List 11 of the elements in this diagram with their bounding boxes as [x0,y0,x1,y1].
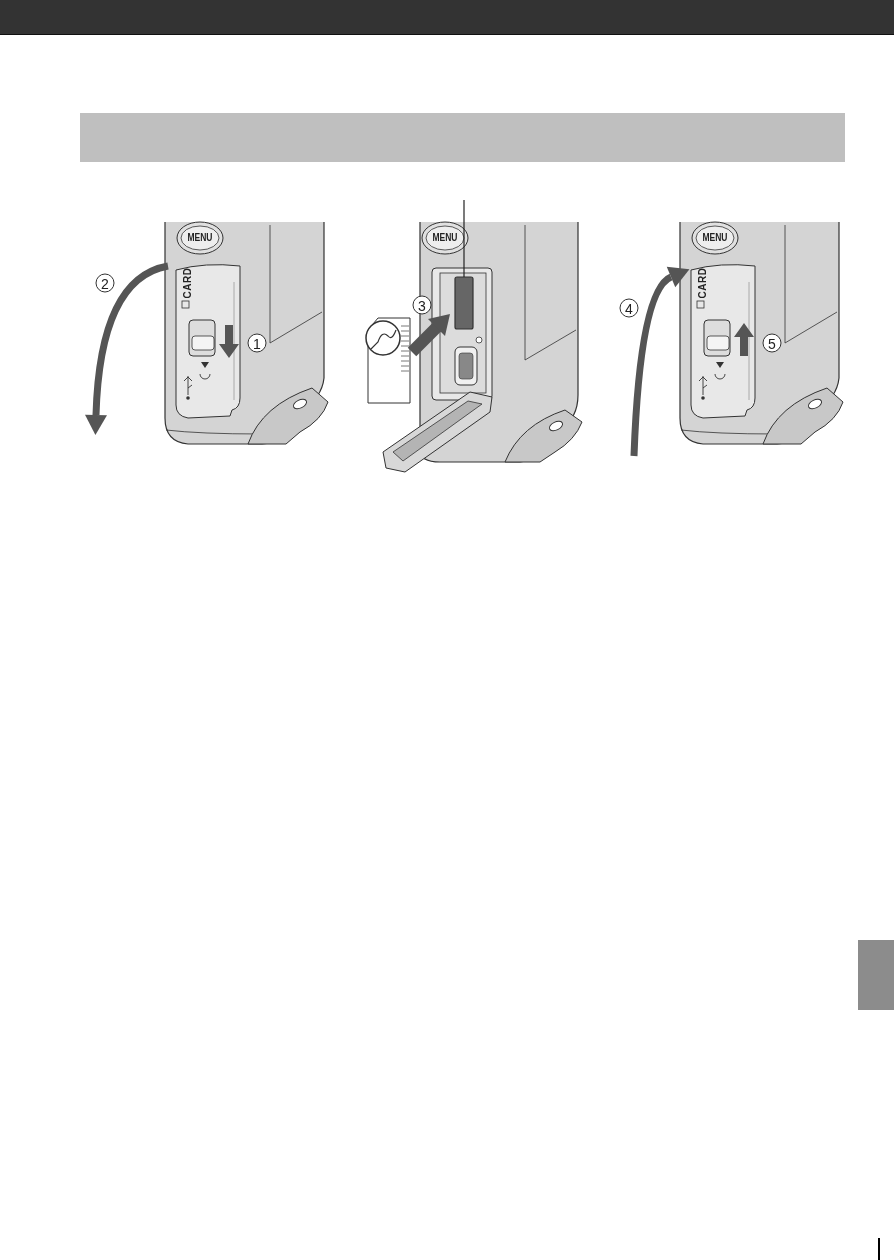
button-label: MENU [432,233,458,243]
callout-number: 2 [95,273,115,293]
button-label: MENU [702,233,728,243]
heading-bar [80,113,845,162]
button-label: MENU [187,233,213,243]
callout-number: 4 [619,298,639,318]
leader-line [463,199,465,278]
door-marking: CARD [183,267,193,299]
door-marking: CARD [698,267,708,299]
card-slot [454,276,474,330]
callout-number: 3 [412,295,432,315]
